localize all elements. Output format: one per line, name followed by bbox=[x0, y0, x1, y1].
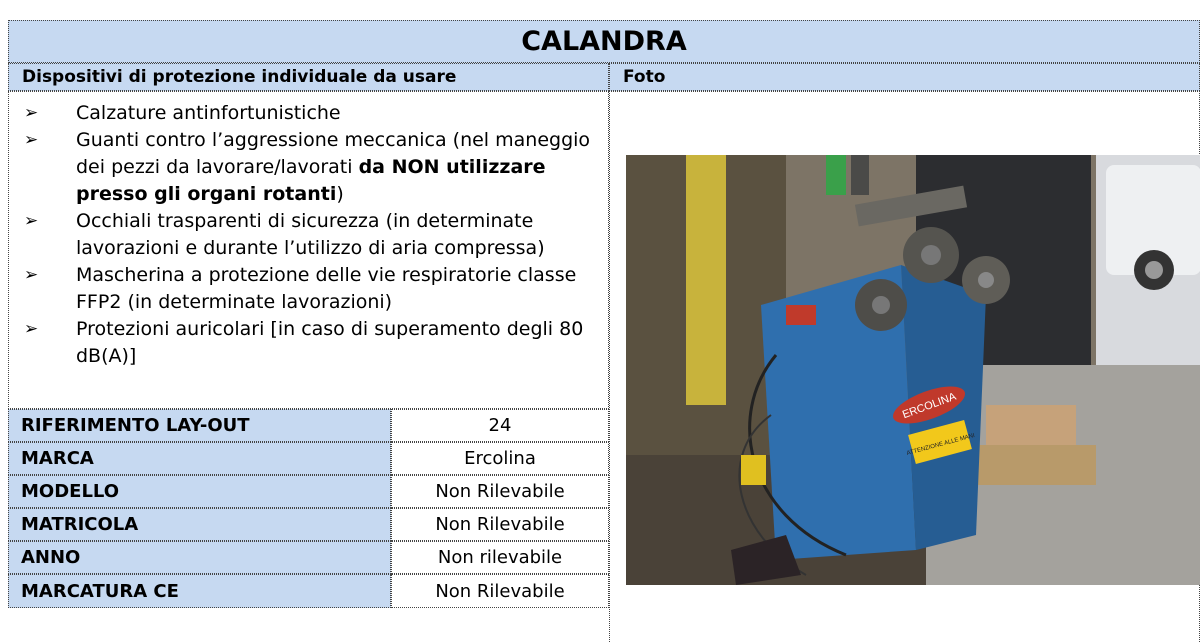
spec-label: MARCATURA CE bbox=[8, 574, 391, 608]
dpi-item: ➢ Calzature antinfortunistiche bbox=[21, 100, 598, 127]
dpi-item-text: Calzature antinfortunistiche bbox=[76, 102, 341, 124]
dpi-list: ➢ Calzature antinfortunistiche ➢ Guanti co… bbox=[21, 100, 598, 370]
foto-header: Foto bbox=[609, 63, 1200, 91]
dpi-item: ➢ Protezioni auricolari [in caso di super… bbox=[21, 316, 598, 370]
spec-value: 24 bbox=[391, 409, 609, 442]
arrow-bullet-icon: ➢ bbox=[24, 319, 39, 339]
warning-sign: ATTENZIONE ALLE MANI bbox=[906, 420, 976, 464]
dpi-item-text: Occhiali trasparenti di sicurezza (in de… bbox=[76, 210, 545, 259]
spec-value: Non Rilevabile bbox=[391, 475, 609, 508]
arrow-bullet-icon: ➢ bbox=[24, 130, 39, 150]
spec-label: RIFERIMENTO LAY-OUT bbox=[8, 409, 391, 442]
spec-label: MARCA bbox=[8, 442, 391, 475]
spec-value: Non Rilevabile bbox=[391, 574, 609, 608]
spec-value: Ercolina bbox=[391, 442, 609, 475]
arrow-bullet-icon: ➢ bbox=[24, 211, 39, 231]
photo-cell: ERCOLINA ATTENZIONE ALLE MANI bbox=[609, 91, 1200, 642]
dpi-item: ➢ Occhiali trasparenti di sicurezza (in d… bbox=[21, 208, 598, 262]
dpi-item-text: Protezioni auricolari [in caso di supera… bbox=[76, 318, 584, 367]
arrow-bullet-icon: ➢ bbox=[24, 103, 39, 123]
spec-value: Non rilevabile bbox=[391, 541, 609, 574]
dpi-item-text: Guanti contro l’aggressione meccanica (n… bbox=[76, 129, 591, 178]
dpi-item: ➢ Guanti contro l’aggressione meccanica (… bbox=[21, 127, 598, 208]
spec-label: ANNO bbox=[8, 541, 391, 574]
dpi-item-tail-text: ) bbox=[336, 183, 344, 205]
spec-label: MATRICOLA bbox=[8, 508, 391, 541]
dpi-header: Dispositivi di protezione individuale da… bbox=[8, 63, 609, 91]
dpi-item-bold-text: da NON utilizzare presso gli organi rota… bbox=[76, 156, 546, 205]
dpi-item-text: Mascherina a protezione delle vie respir… bbox=[76, 264, 577, 313]
dpi-list-cell: ➢ Calzature antinfortunistiche ➢ Guanti co… bbox=[8, 91, 609, 409]
spec-value: Non Rilevabile bbox=[391, 508, 609, 541]
dpi-item: ➢ Mascherina a protezione delle vie respi… bbox=[21, 262, 598, 316]
arrow-bullet-icon: ➢ bbox=[24, 265, 39, 285]
page-title: CALANDRA bbox=[8, 20, 1200, 63]
spec-label: MODELLO bbox=[8, 475, 391, 508]
machine-photo: ERCOLINA ATTENZIONE ALLE MANI bbox=[626, 155, 1200, 585]
